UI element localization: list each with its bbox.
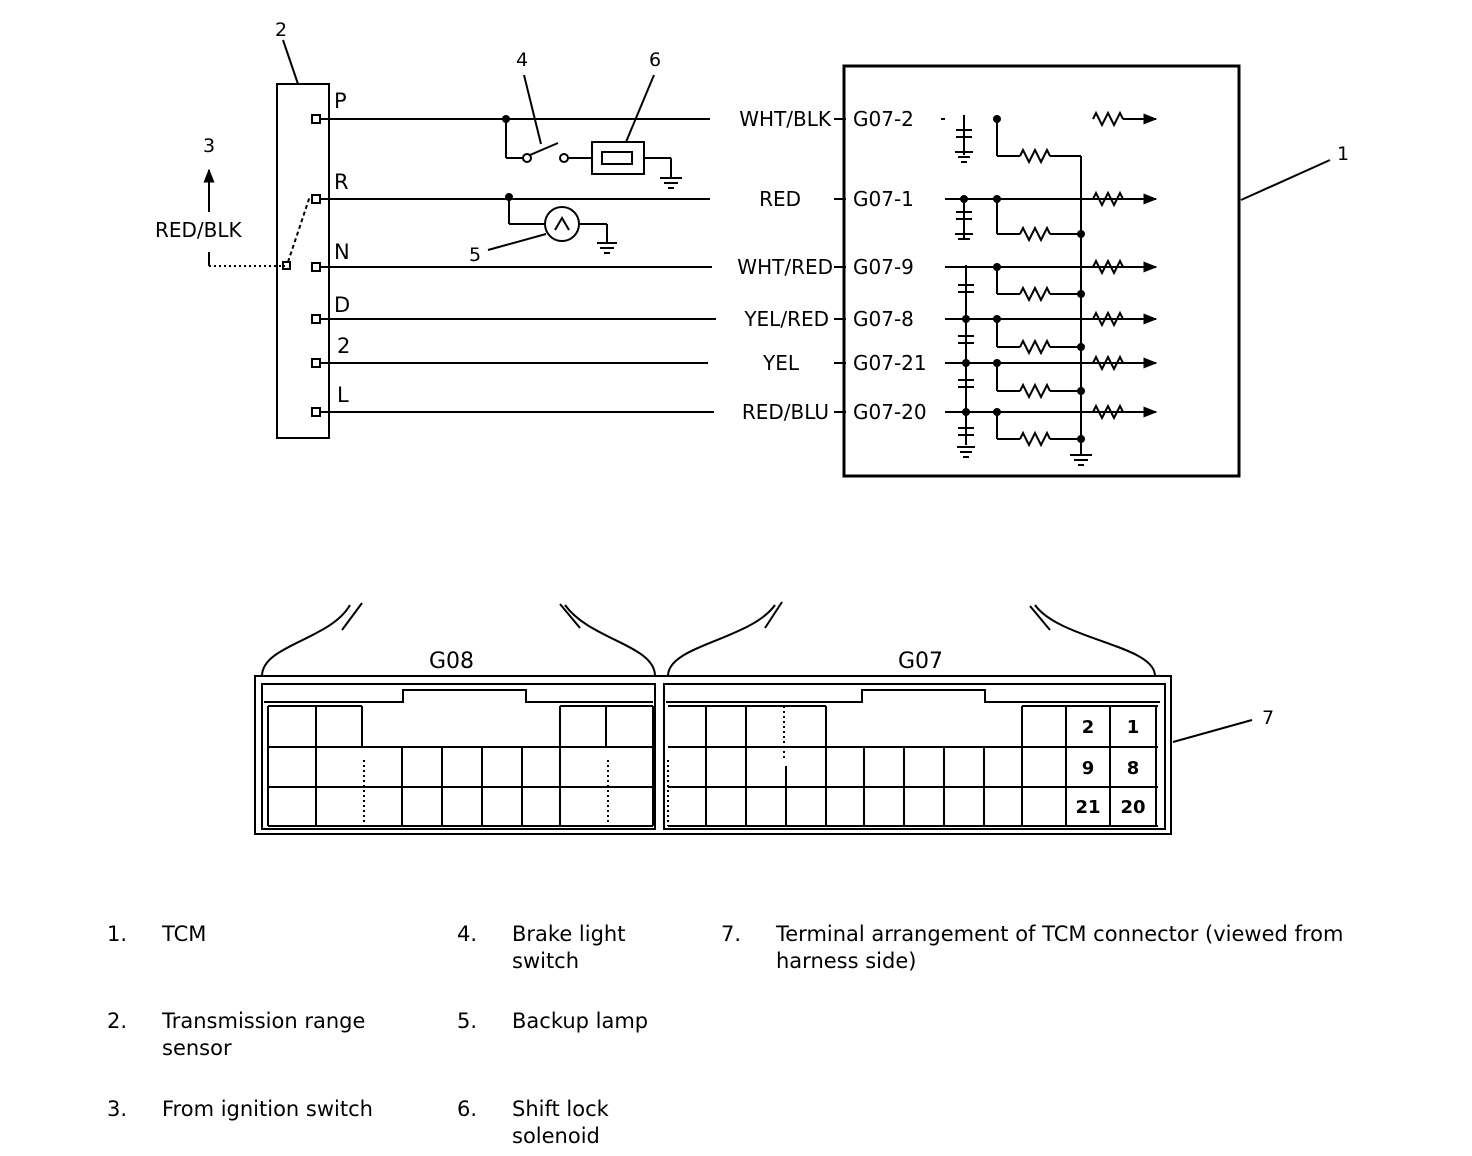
- range-sensor-body: [276, 83, 330, 439]
- position-label-n: N: [334, 240, 350, 264]
- position-label-l: L: [337, 383, 349, 407]
- tcm-terminal-label: G07-8: [853, 307, 914, 331]
- tcm-terminal-label: G07-9: [853, 255, 914, 279]
- pin-number: 2: [1082, 717, 1095, 738]
- callout-3: 3: [203, 135, 215, 157]
- wire-color-label: WHT/BLK: [739, 107, 832, 131]
- tcm-terminal-label: G07-1: [853, 187, 914, 211]
- tcm-internal-circuit: [941, 110, 1158, 466]
- position-label-p: P: [334, 89, 347, 113]
- legend-number: 6.: [457, 1097, 478, 1121]
- pin-number: 9: [1082, 758, 1095, 779]
- legend-text: Shift lock solenoid: [512, 1097, 609, 1148]
- brake-light-switch: [502, 74, 592, 163]
- wire-color-label: YEL/RED: [743, 307, 829, 331]
- pin-number: 1: [1127, 717, 1140, 738]
- legend-number: 1.: [107, 922, 128, 946]
- tcm-terminal-label: G07-20: [853, 400, 927, 424]
- callout-1: 1: [1337, 143, 1349, 165]
- wire-color-label: RED: [759, 187, 801, 211]
- legend-number: 2.: [107, 1009, 128, 1033]
- ignition-wire-label: RED/BLK: [155, 218, 243, 242]
- callout-6: 6: [649, 49, 661, 71]
- legend-number: 5.: [457, 1009, 478, 1033]
- legend-number: 3.: [107, 1097, 128, 1121]
- callout-4: 4: [516, 49, 528, 71]
- legend-text: Backup lamp: [512, 1009, 649, 1033]
- callout-leader: [282, 39, 299, 85]
- connector-label-g08: G08: [429, 649, 474, 674]
- position-label-r: R: [334, 170, 349, 194]
- backup-lamp: [487, 193, 617, 254]
- legend-number: 4.: [457, 922, 478, 946]
- connector-label-g07: G07: [898, 649, 943, 674]
- range-switch-contact: [287, 195, 311, 263]
- tcm-box: [842, 64, 1241, 478]
- position-label-2: 2: [337, 334, 350, 358]
- legend-text: From ignition switch: [162, 1097, 373, 1121]
- callout-5: 5: [469, 244, 481, 266]
- pin-number: 8: [1127, 758, 1140, 779]
- callout-leader: [1240, 159, 1331, 201]
- wire-color-label: RED/BLU: [742, 400, 829, 424]
- legend-number: 7.: [721, 922, 742, 946]
- pin-number: 20: [1120, 797, 1145, 818]
- wire-color-label: YEL: [762, 351, 800, 375]
- tcm-terminal-label: G07-21: [853, 351, 927, 375]
- callout-2: 2: [275, 19, 287, 41]
- connector-block: [254, 601, 1253, 835]
- tcm-terminal-label: G07-2: [853, 107, 914, 131]
- sensor-terminals: [282, 114, 321, 417]
- callout-7: 7: [1262, 707, 1274, 729]
- legend-text: Brake light switch: [512, 922, 626, 973]
- legend-text: TCM: [162, 922, 207, 946]
- position-label-d: D: [334, 293, 350, 317]
- shift-lock-solenoid: [591, 74, 682, 189]
- tcm-input-stubs: [834, 118, 846, 413]
- wire-color-label: WHT/RED: [737, 255, 833, 279]
- pin-number: 21: [1075, 797, 1100, 818]
- legend-text: Transmission range sensor: [162, 1009, 366, 1060]
- legend-text: Terminal arrangement of TCM connector (v…: [776, 922, 1344, 973]
